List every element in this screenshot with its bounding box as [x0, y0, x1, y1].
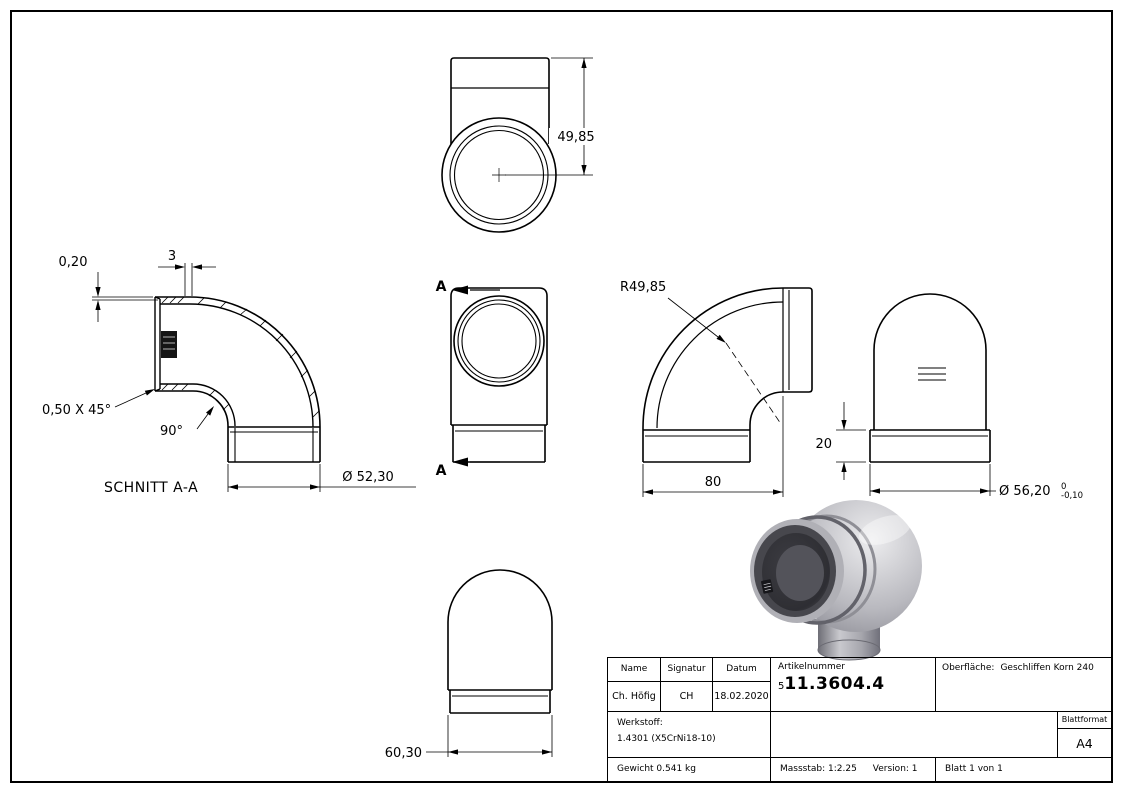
dim-collar-height: 20: [815, 437, 832, 452]
tb-name-value: Ch. Höfig: [612, 690, 656, 702]
dim-angle: 90°: [160, 424, 183, 439]
view-section-aa: 0,20 3 0,50 X 45° 90° SCHNITT A-A Ø 52,3…: [42, 249, 416, 496]
dim-width-80: 80: [705, 475, 722, 490]
tolerance-upper: 0: [1061, 482, 1066, 492]
tb-signatur-value: CH: [679, 690, 694, 702]
view-bottom: 60,30: [385, 569, 553, 761]
tb-value-signatur: CH: [660, 681, 713, 712]
etched-logo-mark: [161, 331, 177, 358]
tb-oberflaeche-label: Oberfläche:: [942, 663, 995, 673]
tb-artikelnummer-label: Artikelnummer: [778, 662, 845, 672]
tb-header-blattformat: Blattformat: [1057, 711, 1112, 729]
tb-werkstoff-value: 1.4301 (X5CrNi18-10): [617, 733, 716, 744]
section-letter-bottom: A: [436, 463, 447, 479]
tb-version-value: Version: 1: [872, 764, 918, 775]
dim-width-60: 60,30: [385, 746, 422, 761]
tolerance-lower: -0,10: [1061, 491, 1083, 501]
section-title: SCHNITT A-A: [104, 480, 198, 496]
tb-gewicht-value: Gewicht 0.541 kg: [617, 764, 696, 775]
view-top: 49,85: [441, 57, 604, 233]
tb-oberflaeche-value: Geschliffen Korn 240: [1000, 663, 1094, 673]
render-logo-etch: [761, 579, 774, 594]
tb-cell-oberflaeche: Oberfläche: Geschliffen Korn 240: [935, 657, 1112, 712]
tb-massstab-value: Massstab: 1:2.25: [780, 764, 857, 775]
dim-radius: R49,85: [620, 280, 666, 295]
tb-header-signatur: Signatur: [660, 657, 713, 682]
tb-cell-werkstoff: Werkstoff: 1.4301 (X5CrNi18-10): [607, 711, 771, 758]
tb-datum-value: 18.02.2020: [714, 690, 769, 702]
tb-value-datum: 18.02.2020: [712, 681, 771, 712]
tb-werkstoff-label: Werkstoff:: [617, 718, 663, 728]
dim-step: 0,20: [59, 255, 88, 270]
tb-cell-blatt: Blatt 1 von 1: [935, 757, 1112, 782]
tb-blatt-value: Blatt 1 von 1: [945, 764, 1003, 775]
tb-cell-empty: [770, 711, 1058, 758]
tb-artikel-number: 11.3604.4: [784, 673, 885, 694]
view-side: R49,85 80: [620, 280, 813, 497]
dim-top-height: 49,85: [557, 130, 594, 145]
tb-header-name: Name: [607, 657, 661, 682]
dim-diameter-52: Ø 52,30: [342, 470, 394, 485]
dim-diameter-56: Ø 56,20: [999, 484, 1051, 499]
chamfer-note: 0,50 X 45°: [42, 403, 111, 418]
hatching: [161, 296, 320, 418]
tb-blattformat-label: Blattformat: [1061, 715, 1108, 725]
tb-header-name-label: Name: [620, 664, 648, 675]
view-end: 20 Ø 56,20 0 -0,10: [815, 293, 1083, 501]
tb-value-blattformat: A4: [1057, 728, 1112, 758]
section-arrow-bottom: [452, 457, 468, 467]
tb-value-name: Ch. Höfig: [607, 681, 661, 712]
tb-header-datum-label: Datum: [726, 664, 757, 675]
tb-cell-massstab: Massstab: 1:2.25 Version: 1: [770, 757, 936, 782]
dim-wall: 3: [168, 249, 176, 264]
tb-artikel-prefix: 5: [778, 680, 785, 692]
tb-header-signatur-label: Signatur: [667, 664, 706, 675]
section-letter-top: A: [436, 279, 447, 295]
grinding-marks: [918, 367, 946, 381]
section-arrow-top: [452, 285, 468, 295]
render-3d: [750, 500, 922, 661]
tb-cell-gewicht: Gewicht 0.541 kg: [607, 757, 771, 782]
tb-blattformat-value: A4: [1076, 735, 1093, 751]
view-front: A A: [436, 279, 548, 479]
tb-header-datum: Datum: [712, 657, 771, 682]
sheet-border: [10, 10, 1113, 783]
